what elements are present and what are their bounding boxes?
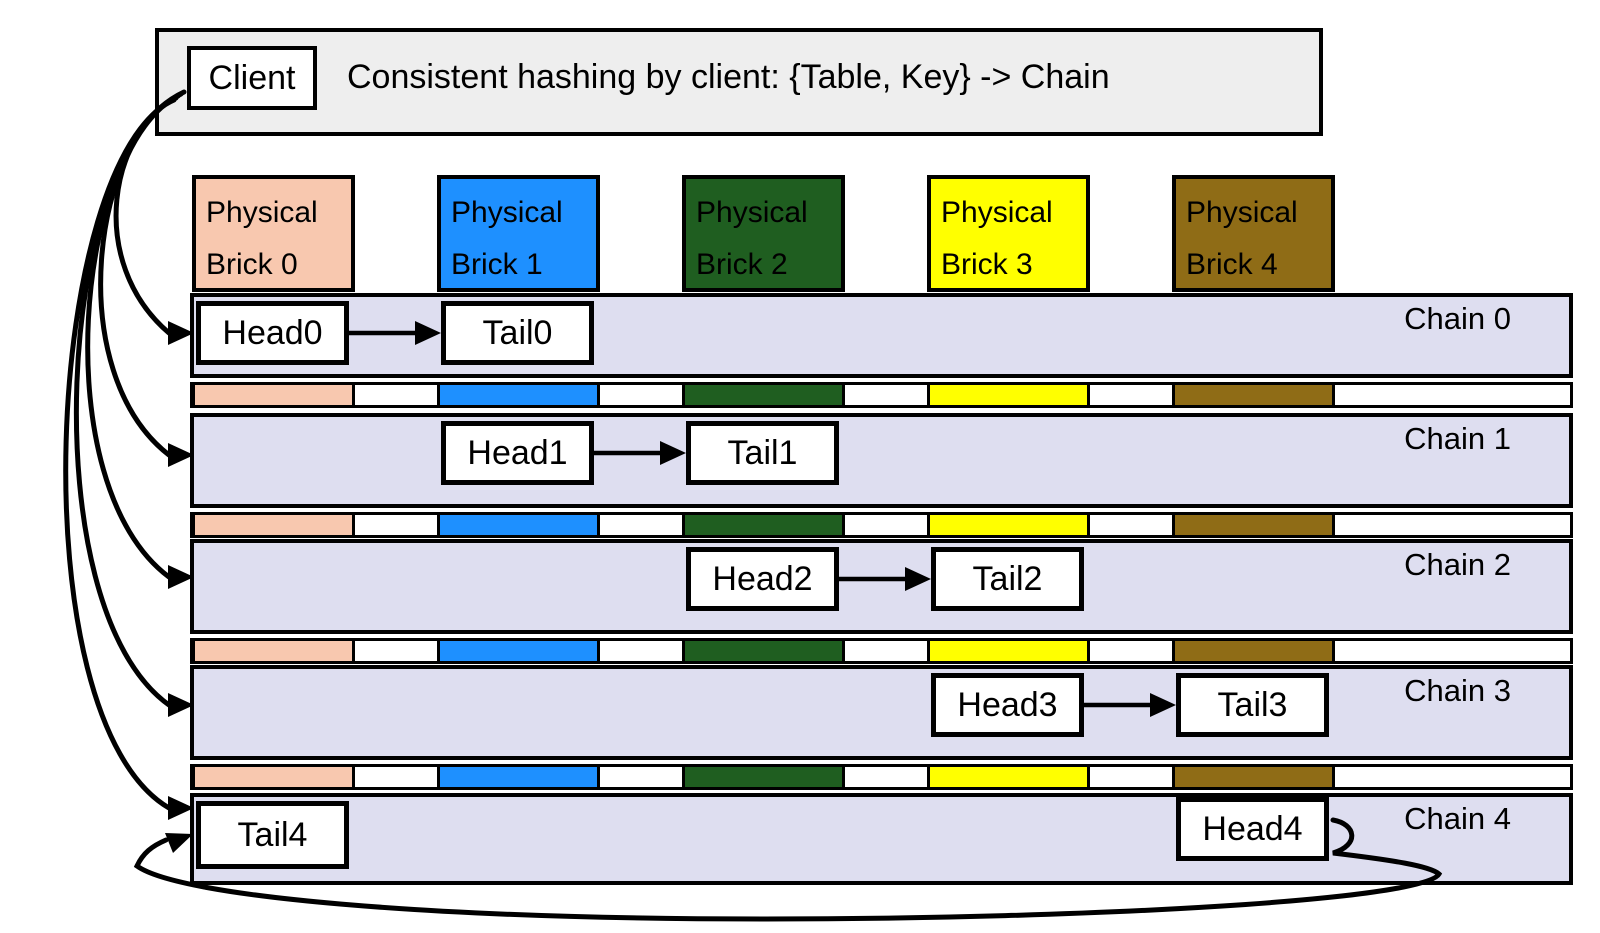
brick-header-1: Physical Brick 1	[437, 175, 600, 292]
head1-box: Head1	[441, 421, 594, 485]
head2-box: Head2	[686, 547, 839, 611]
brick-label-line1: Physical	[696, 196, 808, 229]
client-to-chain2-arrow	[85, 93, 181, 580]
tail2-box: Tail2	[931, 547, 1084, 611]
panel-title: Consistent hashing by client: {Table, Ke…	[347, 58, 1110, 96]
tail4-box: Tail4	[196, 801, 349, 869]
brick4-strip-cell	[1172, 512, 1335, 538]
brick0-strip-cell	[192, 638, 355, 664]
brick3-strip-cell	[927, 512, 1090, 538]
brick-header-2: Physical Brick 2	[682, 175, 845, 292]
brick4-strip-cell	[1172, 382, 1335, 408]
brick-label-line1: Physical	[941, 196, 1053, 229]
brick2-strip-cell	[682, 764, 845, 790]
brick3-strip-cell	[927, 382, 1090, 408]
chain-label-3: Chain 3	[1404, 673, 1511, 708]
brick2-strip-cell	[682, 382, 845, 408]
brick1-strip-cell	[437, 764, 600, 790]
brick-label-line2: Brick 3	[941, 248, 1033, 281]
brick-header-0: Physical Brick 0	[192, 175, 355, 292]
brick-strip	[190, 382, 1573, 408]
tail3-box: Tail3	[1176, 673, 1329, 737]
brick-header-3: Physical Brick 3	[927, 175, 1090, 292]
brick-label-line2: Brick 0	[206, 248, 298, 281]
client-box: Client	[187, 46, 317, 110]
chain-label-0: Chain 0	[1404, 301, 1511, 336]
head3-box: Head3	[931, 673, 1084, 737]
brick2-strip-cell	[682, 512, 845, 538]
brick-strip	[190, 512, 1573, 538]
brick0-strip-cell	[192, 382, 355, 408]
brick-strip	[190, 764, 1573, 790]
brick3-strip-cell	[927, 764, 1090, 790]
brick-label-line1: Physical	[206, 196, 318, 229]
brick-strip	[190, 638, 1573, 664]
brick-label-line2: Brick 4	[1186, 248, 1278, 281]
chain-row-1: Chain 1	[190, 413, 1573, 508]
chain-row-2: Chain 2	[190, 539, 1573, 634]
tail1-box: Tail1	[686, 421, 839, 485]
head0-box: Head0	[196, 301, 349, 365]
chain-row-4: Chain 4	[190, 793, 1573, 885]
chain-label-4: Chain 4	[1404, 801, 1511, 836]
tail0-box: Tail0	[441, 301, 594, 365]
title-panel	[155, 28, 1323, 136]
head4-to-tail4-arrowhead	[165, 833, 193, 853]
brick-label-line1: Physical	[451, 196, 563, 229]
brick0-strip-cell	[192, 512, 355, 538]
head4-box: Head4	[1176, 797, 1329, 861]
client-to-chain3-arrow	[73, 95, 179, 708]
chain-row-0: Chain 0	[190, 293, 1573, 378]
client-to-chain1-arrow	[98, 91, 184, 458]
brick-label-line2: Brick 2	[696, 248, 788, 281]
client-to-chain4-arrow	[63, 97, 177, 811]
brick4-strip-cell	[1172, 638, 1335, 664]
chain-label-2: Chain 2	[1404, 547, 1511, 582]
chain-label-1: Chain 1	[1404, 421, 1511, 456]
brick-header-4: Physical Brick 4	[1172, 175, 1335, 292]
brick1-strip-cell	[437, 638, 600, 664]
client-label: Client	[208, 58, 296, 97]
chain-row-3: Chain 3	[190, 665, 1573, 760]
brick1-strip-cell	[437, 512, 600, 538]
brick0-strip-cell	[192, 764, 355, 790]
brick3-strip-cell	[927, 638, 1090, 664]
brick4-strip-cell	[1172, 764, 1335, 790]
brick-label-line1: Physical	[1186, 196, 1298, 229]
brick2-strip-cell	[682, 638, 845, 664]
brick1-strip-cell	[437, 382, 600, 408]
brick-label-line2: Brick 1	[451, 248, 543, 281]
